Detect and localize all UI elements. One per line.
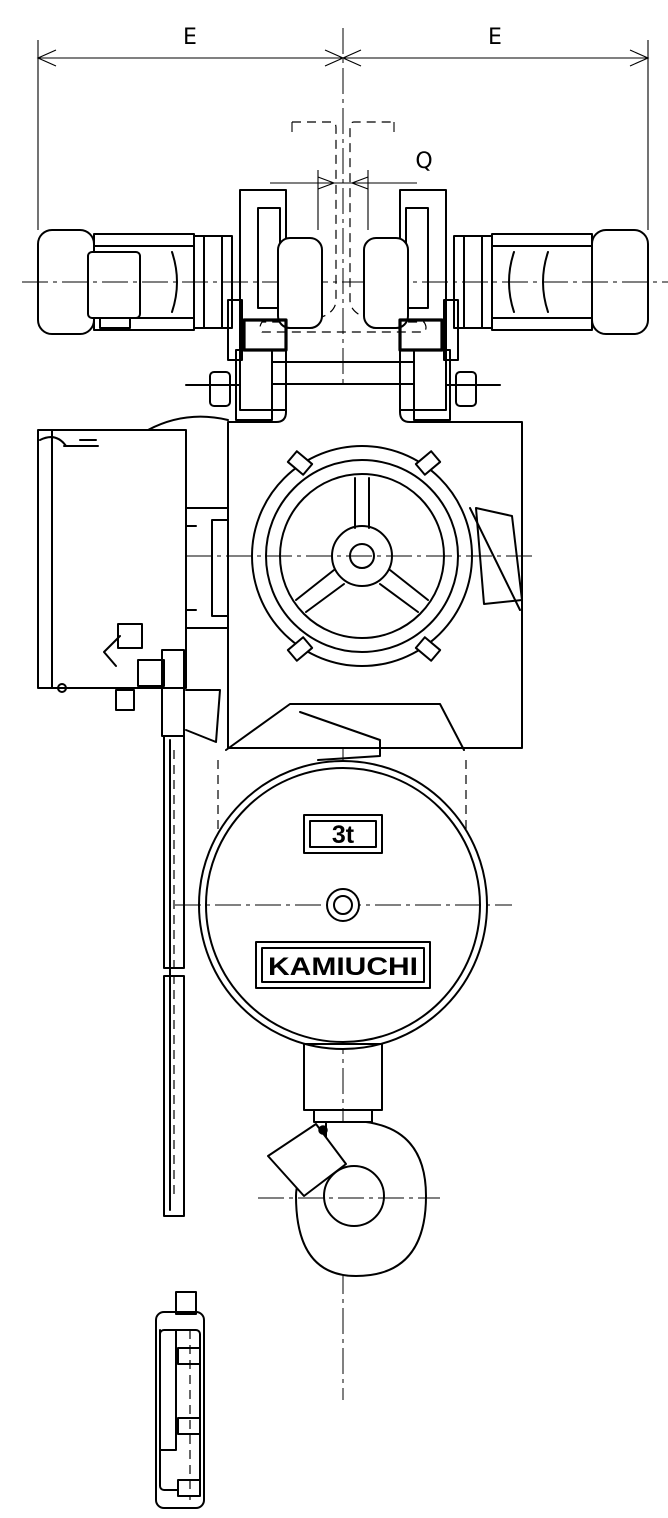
dimension-label-q: Q [415, 149, 432, 174]
hoist-body [147, 383, 536, 880]
brand-plate: KAMIUCHI [255, 941, 431, 989]
dimension-e: E E [36, 25, 650, 230]
hook-block [258, 1043, 440, 1277]
i-beam-rail [259, 121, 427, 333]
hoist-drum [175, 760, 512, 1050]
capacity-label: 3t [332, 821, 355, 849]
trolley-crossbar [271, 361, 415, 385]
control-panel [37, 429, 197, 693]
dimension-label-e-left: E [183, 25, 197, 50]
trolley-frame-right [363, 189, 501, 421]
dimension-q: Q [270, 149, 433, 230]
pendant-cable [103, 623, 221, 1217]
dimension-label-e-right: E [488, 25, 502, 50]
pendant-switch [155, 1291, 205, 1509]
capacity-plate: 3t [303, 814, 383, 854]
trolley-frame-left [185, 189, 323, 421]
brand-label: KAMIUCHI [268, 953, 418, 981]
